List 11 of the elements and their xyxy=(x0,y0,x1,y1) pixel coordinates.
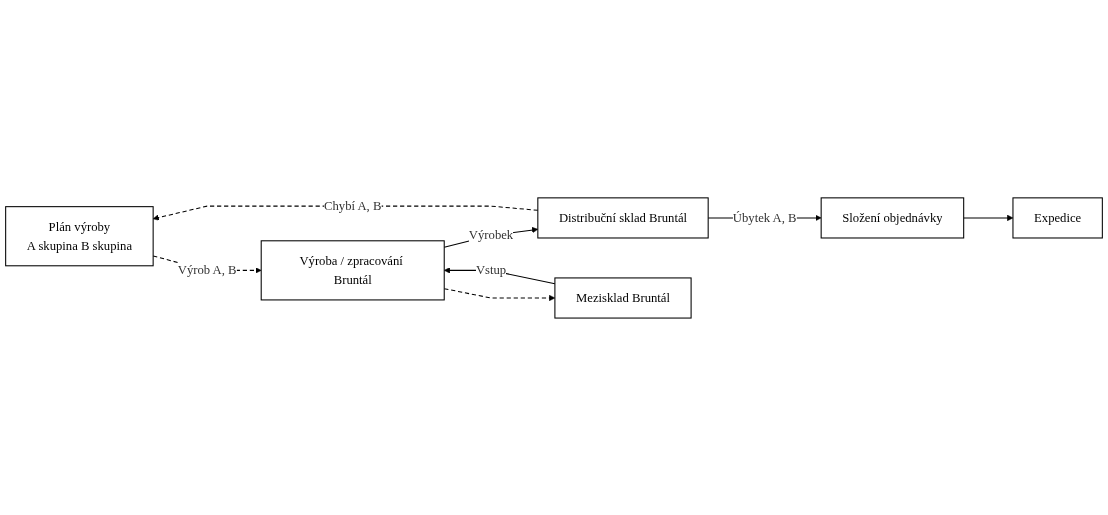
edge-label: Výrob A, B xyxy=(177,263,237,278)
node-box: Složení objednávky xyxy=(820,197,965,239)
edge-label: Vstup xyxy=(475,263,507,278)
node-box: Expedice xyxy=(1012,197,1103,239)
node-box: Plán výroby A skupina B skupina xyxy=(5,206,154,267)
edge-label: Chybí A, B xyxy=(324,198,382,213)
node-box: Výroba / zpracování Bruntál xyxy=(260,240,445,301)
edge-label: Úbytek A, B xyxy=(732,210,797,225)
node-box: Distribuční sklad Bruntál xyxy=(537,197,709,239)
edge-label: Výrobek xyxy=(468,228,514,243)
node-box: Mezisklad Bruntál xyxy=(554,277,692,319)
